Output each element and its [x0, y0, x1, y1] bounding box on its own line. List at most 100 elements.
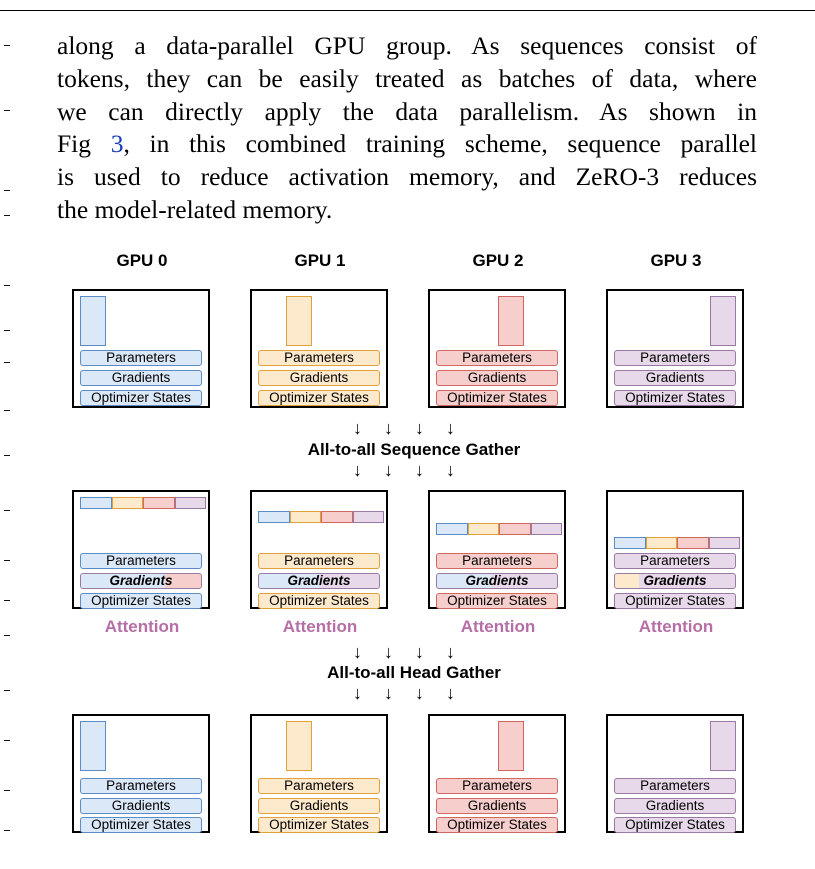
head-chunk — [614, 537, 740, 549]
gradients-shard: Gradients — [614, 573, 736, 589]
down-arrow-icon: ↓ — [446, 642, 455, 662]
column-edge-mark — [4, 110, 10, 111]
column-edge-mark — [4, 410, 10, 411]
down-arrow-icon: ↓ — [353, 642, 362, 662]
down-arrow-icon: ↓ — [384, 642, 393, 662]
column-edge-mark — [4, 510, 10, 511]
optimizer-states-shard: Optimizer States — [258, 817, 380, 833]
gpu-header: GPU 0 — [116, 251, 168, 270]
gpu-header: GPU 2 — [472, 251, 524, 270]
sequence-chunk — [80, 296, 106, 346]
gpu-memory-box: Parameters Gradients Optimizer States — [606, 289, 744, 408]
parameters-shard: Parameters — [436, 350, 558, 366]
gradients-label: Gradients — [287, 573, 351, 588]
gpu-memory-box: Parameters Gradients Optimizer States — [428, 289, 566, 408]
column-edge-mark — [4, 790, 10, 791]
column-edge-mark — [4, 455, 10, 456]
down-arrow-icon: ↓ — [384, 460, 393, 480]
gradients-shard: Gradients — [614, 370, 736, 386]
column-edge-mark — [4, 560, 10, 561]
sequence-chunk — [286, 721, 312, 771]
down-arrow-icon: ↓ — [446, 418, 455, 438]
gpu-header: GPU 3 — [650, 251, 702, 270]
paragraph-line: Fig 3, in this combined training scheme,… — [57, 128, 757, 161]
parameters-shard: Parameters — [258, 553, 380, 569]
down-arrow-icon: ↓ — [415, 642, 424, 662]
gradients-shard: Gradients — [436, 798, 558, 814]
paragraph-line: tokens, they can be easily treated as ba… — [57, 63, 757, 93]
down-arrows: ↓ ↓ ↓ ↓ — [342, 643, 466, 661]
optimizer-states-shard: Optimizer States — [258, 390, 380, 406]
gpu-memory-box: Parameters Gradients Optimizer States — [428, 714, 566, 833]
figure-reference-link[interactable]: 3 — [110, 129, 124, 159]
gradients-shard: Gradients — [614, 798, 736, 814]
gradients-shard: Gradients — [436, 573, 558, 589]
gradients-shard: Gradients — [80, 370, 202, 386]
column-edge-mark — [4, 215, 10, 216]
attention-label: Attention — [460, 617, 536, 636]
optimizer-states-shard: Optimizer States — [258, 593, 380, 609]
down-arrow-icon: ↓ — [446, 460, 455, 480]
column-edge-mark — [4, 600, 10, 601]
optimizer-states-shard: Optimizer States — [614, 593, 736, 609]
gradients-shard: Gradients — [258, 573, 380, 589]
parameters-shard: Parameters — [80, 553, 202, 569]
sequence-chunk — [710, 296, 736, 346]
optimizer-states-shard: Optimizer States — [80, 593, 202, 609]
down-arrow-icon: ↓ — [384, 418, 393, 438]
parameters-shard: Parameters — [436, 553, 558, 569]
down-arrows: ↓ ↓ ↓ ↓ — [342, 684, 466, 702]
parameters-shard: Parameters — [614, 350, 736, 366]
gpu-memory-box: Parameters Gradients Optimizer States — [250, 289, 388, 408]
column-edge-mark — [4, 190, 10, 191]
column-edge-mark — [4, 362, 10, 363]
down-arrows: ↓ ↓ ↓ ↓ — [342, 419, 466, 437]
optimizer-states-shard: Optimizer States — [436, 593, 558, 609]
sequence-chunk — [498, 296, 524, 346]
gpu-memory-box: Parameters Gradients Optimizer States — [250, 490, 388, 609]
gpu-memory-box: Parameters Gradients Optimizer States — [428, 490, 566, 609]
gradients-shard: Gradients — [80, 798, 202, 814]
page-top-rule — [0, 10, 815, 11]
paragraph-line: we can directly apply the data paralleli… — [57, 96, 757, 126]
column-edge-mark — [4, 690, 10, 691]
optimizer-states-shard: Optimizer States — [614, 817, 736, 833]
parameters-shard: Parameters — [258, 778, 380, 794]
head-chunk — [436, 523, 562, 535]
gpu-header: GPU 1 — [294, 251, 346, 270]
paragraph-line: is used to reduce activation memory, and… — [57, 162, 757, 192]
optimizer-states-shard: Optimizer States — [80, 390, 202, 406]
sequence-parallel-zero3-figure: GPU 0 GPU 1 GPU 2 GPU 3 Parameters Gradi… — [60, 245, 760, 865]
gradients-label: Gradients — [109, 573, 173, 588]
paragraph-line: the model-related memory. — [57, 194, 333, 224]
column-edge-mark — [4, 45, 10, 46]
attention-label: Attention — [104, 617, 180, 636]
parameters-shard: Parameters — [614, 778, 736, 794]
optimizer-states-shard: Optimizer States — [614, 390, 736, 406]
attention-label: Attention — [282, 617, 358, 636]
down-arrow-icon: ↓ — [353, 683, 362, 703]
gradients-label: Gradients — [643, 573, 707, 588]
down-arrow-icon: ↓ — [353, 460, 362, 480]
sequence-chunk — [80, 721, 106, 771]
parameters-shard: Parameters — [258, 350, 380, 366]
optimizer-states-shard: Optimizer States — [436, 817, 558, 833]
gpu-memory-box: Parameters Gradients Optimizer States — [606, 490, 744, 609]
optimizer-states-shard: Optimizer States — [80, 817, 202, 833]
gradients-shard: Gradients — [436, 370, 558, 386]
sequence-chunk — [710, 721, 736, 771]
down-arrow-icon: ↓ — [384, 683, 393, 703]
paragraph-line: along a data-parallel GPU group. As sequ… — [57, 31, 757, 60]
gradients-label: Gradients — [465, 573, 529, 588]
column-edge-mark — [4, 740, 10, 741]
gpu-memory-box: Parameters Gradients Optimizer States — [606, 714, 744, 833]
line-text: , in this combined training scheme, sequ… — [123, 129, 757, 159]
parameters-shard: Parameters — [614, 553, 736, 569]
gpu-memory-box: Parameters Gradients Optimizer States — [72, 490, 210, 609]
parameters-shard: Parameters — [436, 778, 558, 794]
column-edge-mark — [4, 635, 10, 636]
column-edge-mark — [4, 285, 10, 286]
down-arrow-icon: ↓ — [353, 418, 362, 438]
column-edge-mark — [4, 330, 10, 331]
optimizer-states-shard: Optimizer States — [436, 390, 558, 406]
